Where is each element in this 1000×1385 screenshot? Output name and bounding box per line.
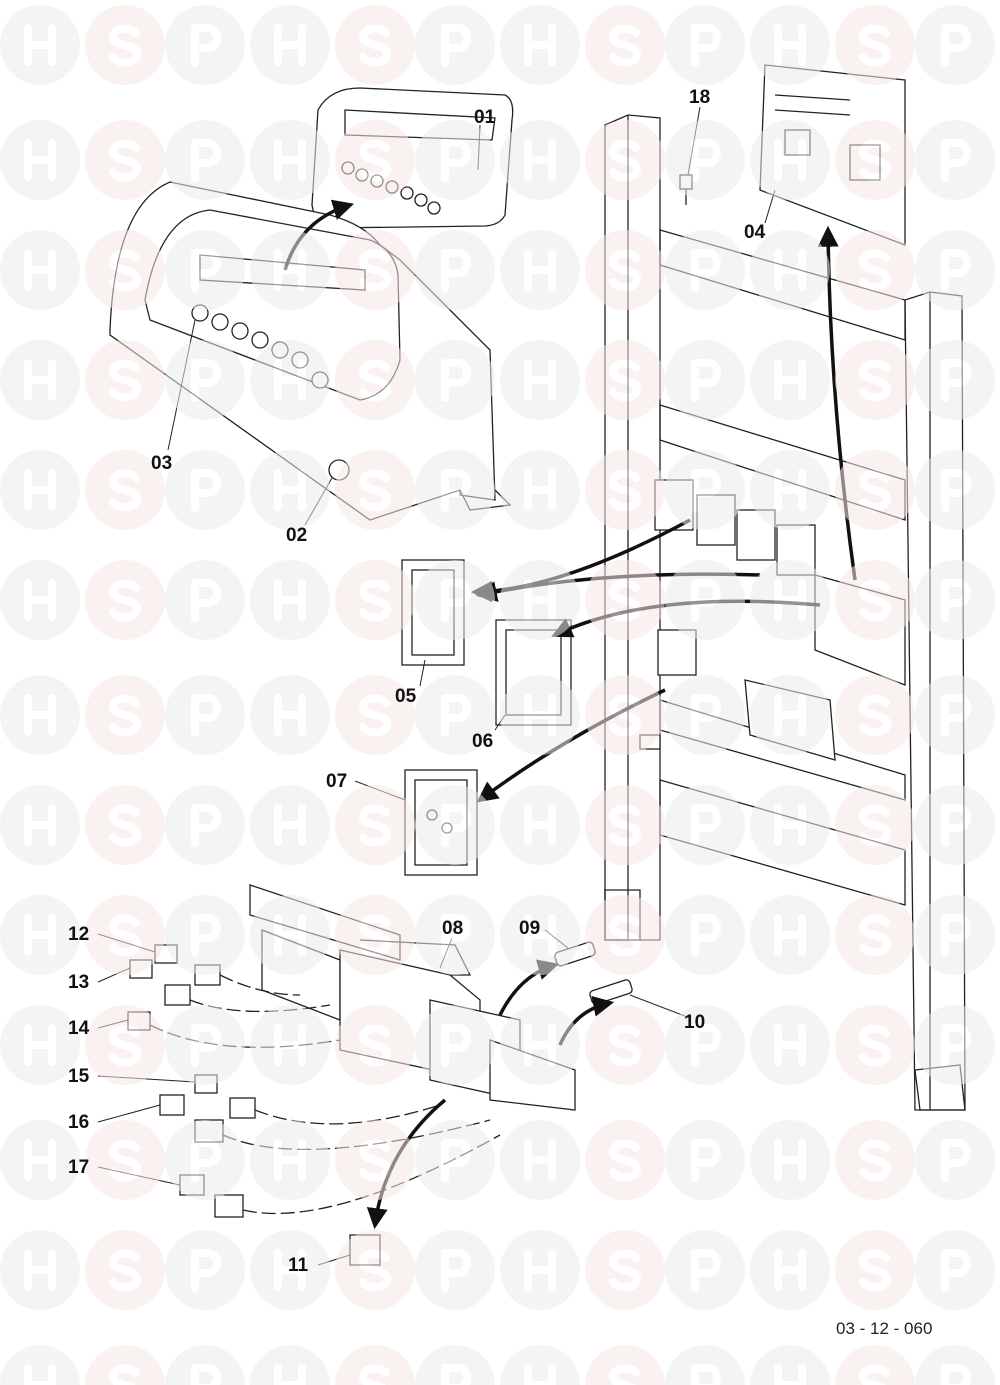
label-part-15: 15 — [68, 1066, 90, 1087]
label-part-17: 17 — [68, 1157, 90, 1178]
boiler-frame — [604, 114, 966, 1111]
label-part-14: 14 — [68, 1018, 90, 1039]
label-part-09: 09 — [519, 918, 541, 939]
label-part-11: 11 — [288, 1255, 309, 1276]
label-part-04: 04 — [744, 222, 766, 243]
part-11-relay — [349, 1234, 381, 1266]
label-part-05: 05 — [395, 686, 417, 707]
part-07-module — [404, 769, 478, 876]
label-part-01: 01 — [474, 107, 496, 128]
label-part-06: 06 — [472, 731, 494, 752]
part-09-fuse — [554, 941, 596, 967]
label-part-10: 10 — [684, 1012, 706, 1033]
label-part-12: 12 — [68, 924, 90, 945]
label-part-03: 03 — [151, 453, 173, 474]
label-part-02: 02 — [286, 525, 308, 546]
part-05-module — [401, 559, 465, 666]
frame-mounted-modules — [639, 479, 906, 761]
label-part-18: 18 — [689, 87, 711, 108]
label-part-08: 08 — [442, 918, 464, 939]
label-part-13: 13 — [68, 972, 90, 993]
label-part-07: 07 — [326, 771, 348, 792]
part-06-module — [495, 619, 572, 726]
label-part-16: 16 — [68, 1112, 90, 1133]
part-18-sensor — [679, 174, 693, 205]
part-10-fuse — [589, 979, 633, 1005]
connector-plugs — [127, 944, 256, 1218]
diagram-reference-code: 03 - 12 - 060 — [836, 1319, 933, 1338]
part-04-pcb — [759, 64, 906, 246]
